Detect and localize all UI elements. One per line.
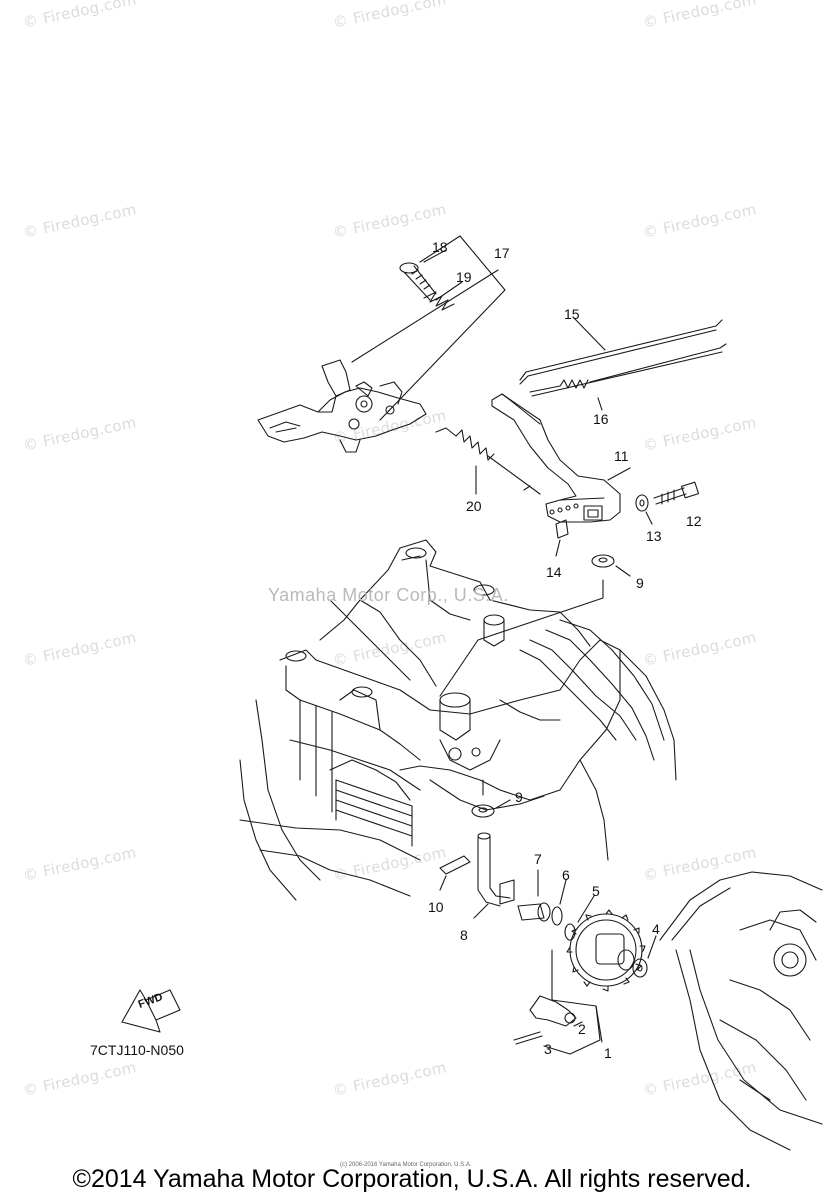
clip-2 xyxy=(529,995,577,1027)
callout-5: 5 xyxy=(592,883,600,899)
callout-14: 14 xyxy=(546,564,562,580)
governor-gear xyxy=(566,909,646,992)
pin-10 xyxy=(439,855,471,875)
copyright-notice: ©2014 Yamaha Motor Corporation, U.S.A. A… xyxy=(72,1165,752,1193)
tiny-copyright: (c) 2006-2016 Yamaha Motor Corporation, … xyxy=(340,1162,472,1168)
washer-4 xyxy=(632,958,648,978)
callout-2: 2 xyxy=(578,1021,586,1037)
callout-6: 6 xyxy=(562,867,570,883)
spring-20 xyxy=(435,427,541,495)
washer-6 xyxy=(551,906,563,926)
callout-9-lower: 9 xyxy=(515,789,523,805)
callout-8: 8 xyxy=(460,927,468,943)
callout-11: 11 xyxy=(614,448,629,464)
collar-7 xyxy=(517,902,551,922)
pin-3 xyxy=(513,1031,543,1045)
washer-9-lower xyxy=(471,804,495,818)
spring-19 xyxy=(423,291,455,311)
callout-10: 10 xyxy=(428,899,444,915)
rod-15 xyxy=(519,319,723,385)
callout-15: 15 xyxy=(564,306,580,322)
callout-7: 7 xyxy=(534,851,542,867)
governor-bracket xyxy=(257,359,427,453)
shaft-8 xyxy=(477,832,515,907)
bolt-18 xyxy=(399,262,437,301)
callout-18: 18 xyxy=(432,239,448,255)
bolt-12 xyxy=(653,481,700,505)
callout-13: 13 xyxy=(646,528,662,544)
rod-16 xyxy=(529,343,727,397)
washer-9-upper xyxy=(591,554,615,568)
fwd-arrow-icon xyxy=(121,989,181,1033)
callout-3: 3 xyxy=(544,1041,552,1057)
crankcase-housing xyxy=(239,539,677,901)
callout-17: 17 xyxy=(494,245,510,261)
engine-case-right xyxy=(659,871,823,1151)
center-watermark: Yamaha Motor Corp., U.S.A. xyxy=(268,585,509,605)
diagram-code: 7CTJ110-N050 xyxy=(90,1042,184,1058)
callout-12: 12 xyxy=(686,513,702,529)
callout-4: 4 xyxy=(652,921,660,937)
callout-16: 16 xyxy=(593,411,609,427)
lever-11 xyxy=(491,393,621,523)
clip-14 xyxy=(555,519,569,539)
callout-9-upper: 9 xyxy=(636,575,644,591)
callout-20: 20 xyxy=(466,498,482,514)
callout-19: 19 xyxy=(456,269,472,285)
callout-1: 1 xyxy=(604,1045,612,1061)
washer-13 xyxy=(635,494,649,512)
